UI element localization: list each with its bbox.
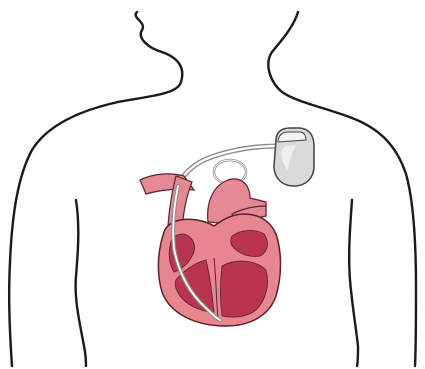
pacemaker-device (274, 128, 314, 186)
heart (158, 214, 280, 326)
right-arm-inner-outline (349, 200, 358, 366)
pacemaker-header (278, 132, 306, 142)
right-neck-shoulder-outline (268, 12, 416, 366)
left-arm-inner-outline (76, 200, 86, 366)
